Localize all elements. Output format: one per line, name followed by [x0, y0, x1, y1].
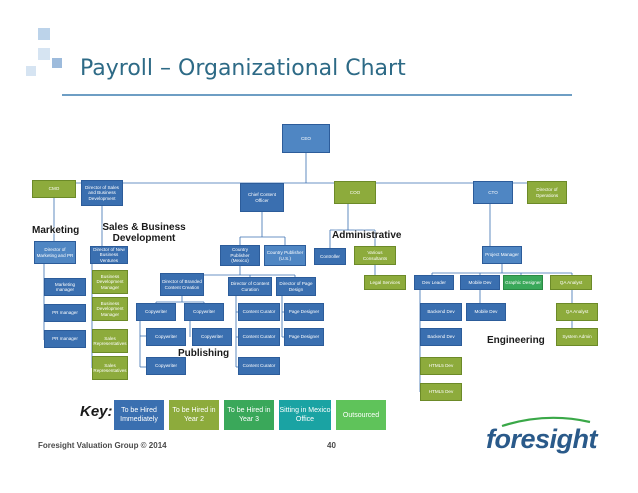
node-mobile-dev: Mobile Dev [460, 275, 500, 290]
node-pr-manager: PR manager [44, 304, 86, 322]
node-html5-dev: HTML5 Dev [420, 383, 462, 401]
decorative-square [26, 66, 36, 76]
node-pr-manager: PR manager [44, 330, 86, 348]
node-various-consultants: Various Consultants [354, 246, 396, 265]
node-page-designer: Page Designer [284, 303, 324, 321]
node-director-page-design: Director of Page Design [276, 277, 316, 296]
legend-hired-year-2: To be Hired in Year 2 [169, 400, 219, 430]
node-content-curator: Content Curator [238, 357, 280, 375]
node-content-curator: Content Curator [238, 303, 280, 321]
title-divider [62, 94, 572, 96]
legend-mexico-office: Sitting in Mexico Office [279, 400, 331, 430]
node-sales-representatives: Sales Representatives [92, 356, 128, 380]
node-page-designer: Page Designer [284, 328, 324, 346]
footer-copyright: Foresight Valuation Group © 2014 [38, 441, 167, 450]
node-copywriter: Copywriter [146, 357, 186, 375]
foresight-logo: foresight [486, 424, 598, 455]
decorative-square [38, 28, 50, 40]
node-director-sales: Director of Sales and Business Developme… [81, 180, 123, 206]
node-coo: COO [334, 181, 376, 204]
node-dev-leader: Dev Leader [414, 275, 454, 290]
node-project-manager: Project Manager [482, 246, 522, 264]
node-copywriter: Copywriter [146, 328, 186, 346]
node-director-branded-content: Director of Branded Content Creation [160, 273, 204, 296]
decorative-square [38, 48, 50, 60]
logo-swoosh-icon [501, 416, 591, 428]
node-html5-dev: HTML5 Dev [420, 357, 462, 375]
node-country-publisher-us: Country Publisher (U.S.) [264, 245, 306, 266]
node-qa-analyst: QA Analyst [550, 275, 592, 290]
node-sales-representatives: Sales Representatives [92, 329, 128, 353]
page-number: 40 [327, 441, 336, 450]
node-qa-analyst: QA Analyst [556, 303, 598, 321]
node-business-development-manager: Business Development Manager [92, 297, 128, 321]
node-chief-content-officer: Chief Content Officer [240, 183, 284, 212]
department-label-engineering: Engineering [487, 335, 545, 346]
legend-outsourced: Outsourced [336, 400, 386, 430]
node-director-new-ventures: Director of New Business Ventures [90, 246, 128, 264]
node-backend-dev: Backend Dev [420, 303, 462, 321]
logo-text: foresight [486, 424, 598, 454]
legend-hired-immediately: To be Hired Immediately [114, 400, 164, 430]
node-business-development-manager: Business Development Manager [92, 270, 128, 294]
node-director-content-curation: Director of Content Curation [228, 277, 272, 296]
legend-title: Key: [80, 403, 113, 420]
node-country-publisher-mexico: Country Publisher (Mexico) [220, 245, 260, 266]
page-title: Payroll – Organizational Chart [80, 56, 406, 81]
node-marketing-manager: Marketing manager [44, 278, 86, 296]
node-copywriter: Copywriter [192, 328, 232, 346]
department-label-publishing: Publishing [178, 348, 230, 359]
node-controller: Controller [314, 248, 346, 265]
node-director-marketing-pr: Director of Marketing and PR [34, 241, 76, 264]
node-cmo: CMO [32, 180, 76, 198]
node-copywriter: Copywriter [184, 303, 224, 321]
node-graphic-designer: Graphic Designer [503, 275, 543, 290]
department-label-marketing: Marketing [32, 225, 80, 236]
node-cto: CTO [473, 181, 513, 204]
decorative-square [52, 58, 62, 68]
node-director-operations: Director of Operations [527, 181, 567, 204]
node-ceo: CEO [282, 124, 330, 153]
node-system-admin: System Admin [556, 328, 598, 346]
node-legal-services: Legal Services [364, 275, 406, 290]
node-mobile-dev: Mobile Dev [466, 303, 506, 321]
node-copywriter: Copywriter [136, 303, 176, 321]
node-backend-dev: Backend Dev [420, 328, 462, 346]
department-label-sales: Sales & Business Development [102, 222, 186, 244]
legend-hired-year-3: To be Hired in Year 3 [224, 400, 274, 430]
node-content-curator: Content Curator [238, 328, 280, 346]
department-label-administrative: Administrative [332, 230, 402, 241]
